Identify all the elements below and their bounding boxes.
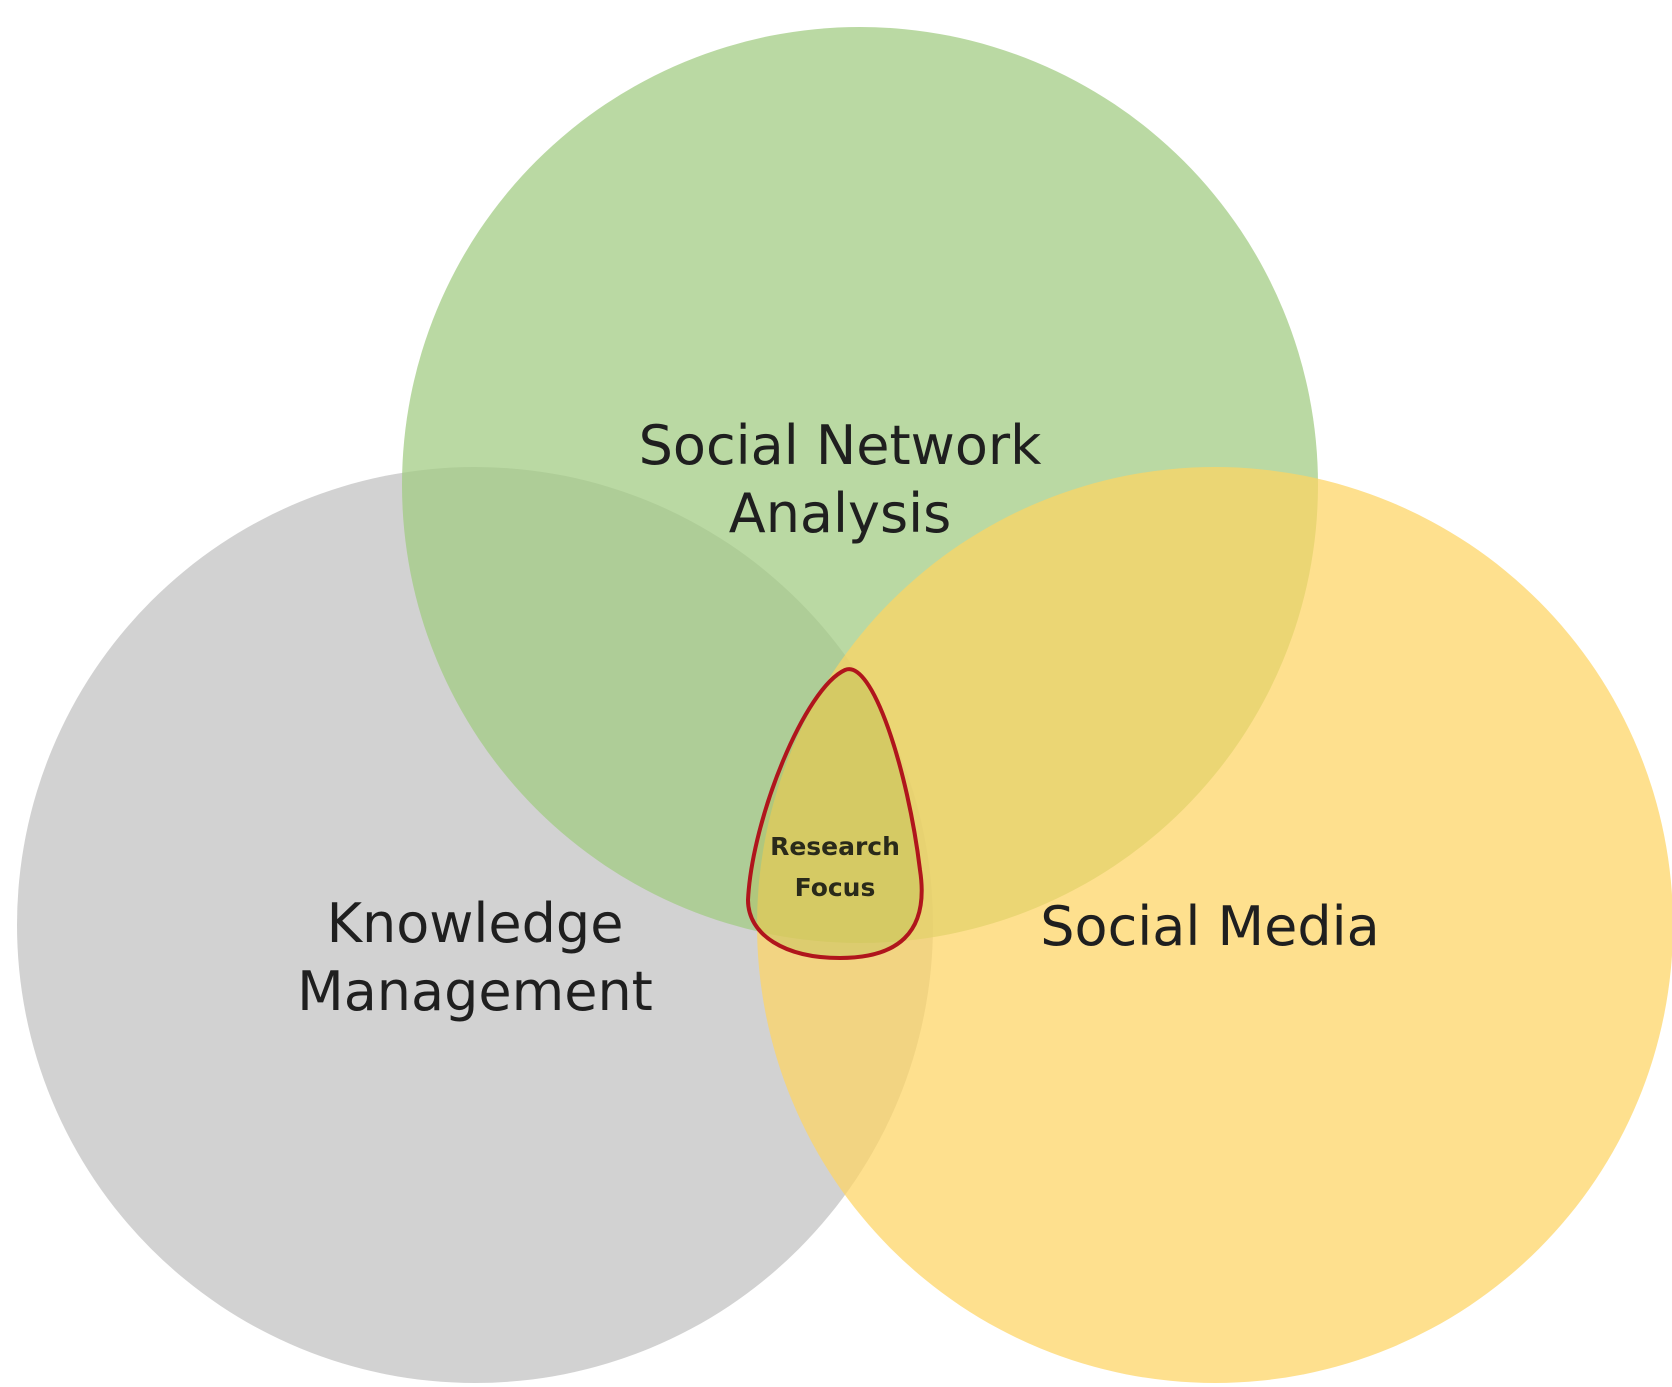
label-research-focus-line2: Focus: [794, 873, 876, 903]
label-research-focus: Research Focus: [745, 826, 925, 909]
research-focus-outline: [745, 667, 924, 961]
label-research-focus-line1: Research: [770, 832, 900, 861]
label-social-network-analysis: Social Network Analysis: [560, 412, 1120, 547]
label-knowledge-management: Knowledge Management: [195, 890, 755, 1025]
label-knowledge-management-line1: Knowledge: [326, 892, 624, 955]
label-social-media: Social Media: [1000, 893, 1420, 961]
label-social-network-analysis-line1: Social Network: [638, 414, 1042, 477]
label-social-network-analysis-line2: Analysis: [728, 481, 952, 545]
label-knowledge-management-line2: Management: [297, 959, 653, 1023]
label-social-media-line1: Social Media: [1040, 895, 1380, 958]
circle-social-media: [757, 467, 1672, 1383]
